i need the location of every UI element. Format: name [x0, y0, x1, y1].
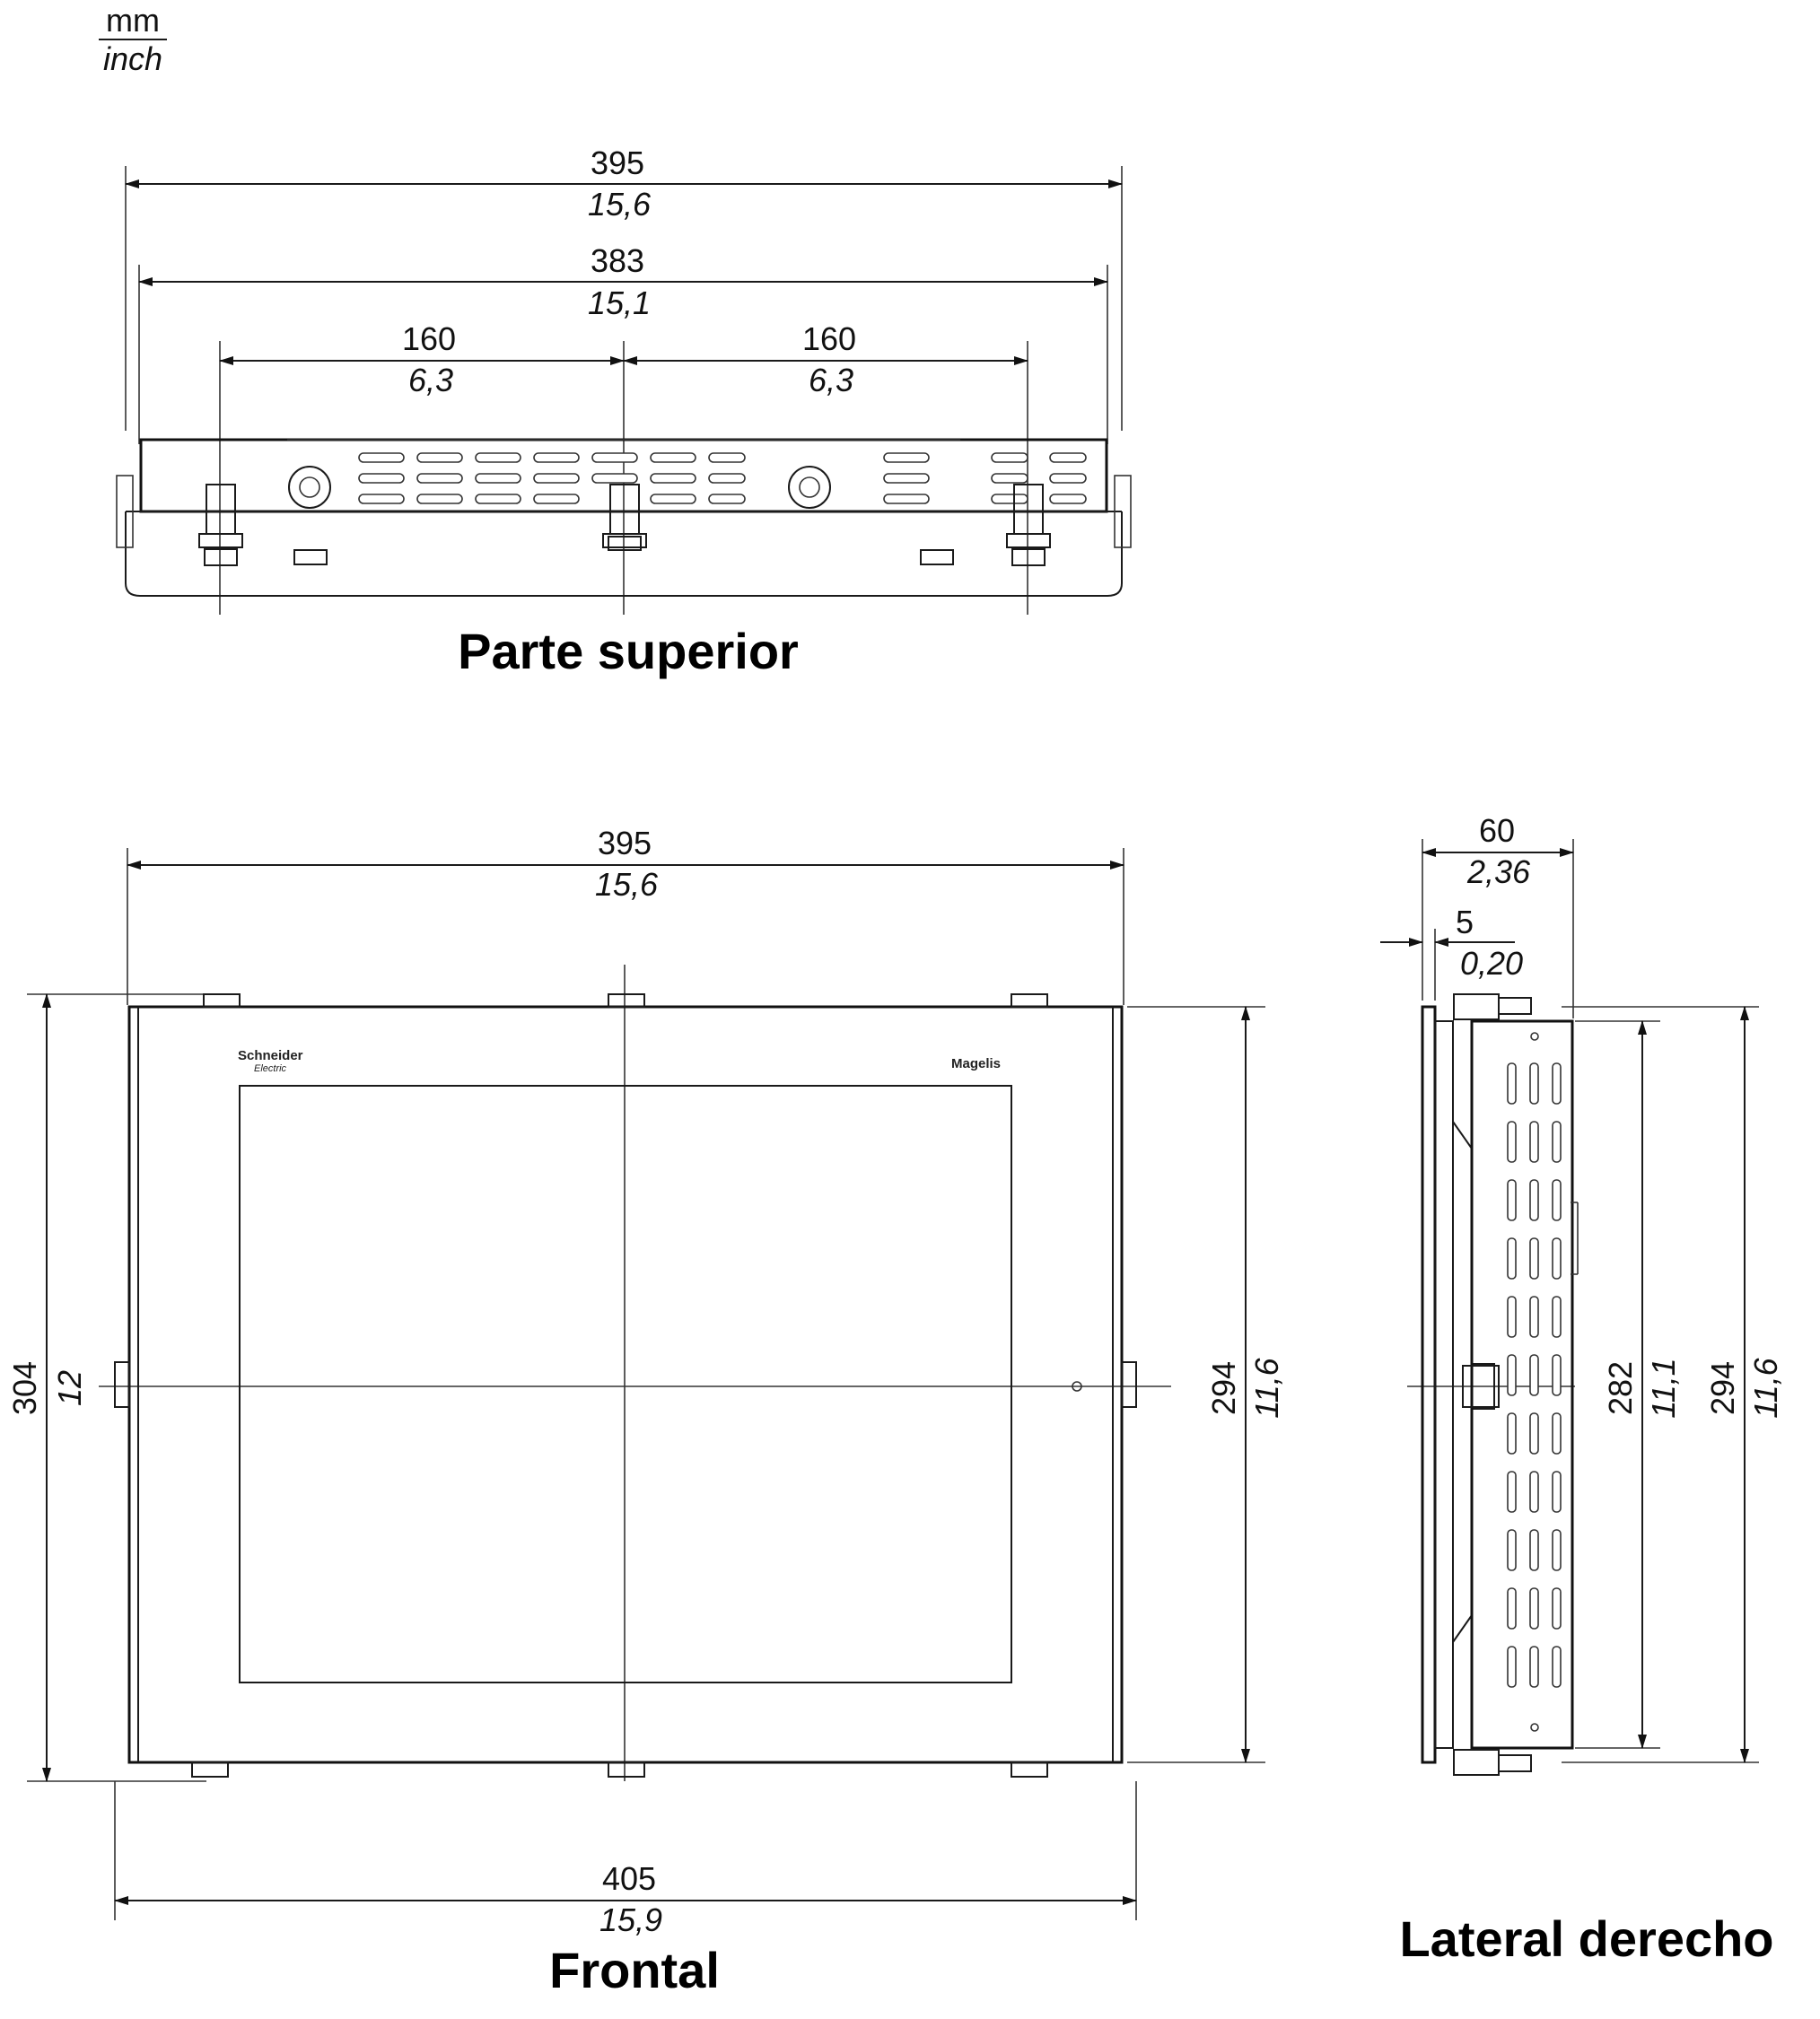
top-vent-slots: [358, 452, 1087, 504]
front-view-housing: Schneider Electric Magelis: [114, 993, 1137, 1778]
side-bezel-depth-inch: 0,20: [1460, 945, 1523, 982]
side-view-housing: [1421, 993, 1579, 1776]
side-outer-height-inch: 11,6: [1747, 1357, 1784, 1418]
side-depth-inch: 2,36: [1466, 853, 1531, 890]
top-inner-width-mm: 383: [591, 242, 644, 279]
side-inner-height-inch: 11,1: [1645, 1358, 1682, 1418]
units-legend: mm inch: [99, 2, 167, 77]
top-overall-width-mm: 395: [591, 144, 644, 181]
unit-inch: inch: [103, 40, 162, 77]
top-inner-width-inch: 15,1: [588, 284, 651, 321]
top-view-housing: [116, 438, 1132, 597]
brand-logo-magelis: Magelis: [951, 1056, 1001, 1071]
side-outer-height-mm: 294: [1704, 1361, 1741, 1415]
front-left-height-inch: 12: [51, 1370, 88, 1406]
top-right-spacing-mm: 160: [802, 320, 856, 357]
top-left-spacing-inch: 6,3: [408, 362, 453, 398]
display-screen: [239, 1085, 1012, 1683]
side-depth-mm: 60: [1479, 812, 1515, 849]
top-left-spacing-mm: 160: [402, 320, 456, 357]
top-overall-width-inch: 15,6: [588, 186, 652, 223]
front-view: 395 15,6 405 15,9 304 12 294 11,6: [6, 825, 1285, 1998]
side-view-title: Lateral derecho: [1399, 1910, 1773, 1967]
front-right-height-inch: 11,6: [1248, 1357, 1285, 1418]
top-right-spacing-inch: 6,3: [809, 362, 853, 398]
brand-logo-schneider: Schneider: [238, 1048, 303, 1063]
unit-mm: mm: [106, 2, 160, 39]
front-width-mm: 395: [598, 825, 652, 861]
front-right-height-mm: 294: [1205, 1361, 1242, 1415]
top-view-title: Parte superior: [458, 623, 799, 679]
front-width-inch: 15,6: [595, 866, 659, 903]
side-view: 60 2,36 5 0,20 282 11,1 294 11,6: [1380, 812, 1784, 1967]
front-left-height-mm: 304: [6, 1361, 43, 1415]
top-view: 395 15,6 383 15,1 160 6,3 160 6,3: [116, 144, 1132, 679]
side-inner-height-mm: 282: [1602, 1361, 1639, 1415]
side-vent-slots: [1507, 1062, 1562, 1688]
brand-logo-electric: Electric: [254, 1063, 287, 1074]
front-bottom-width-mm: 405: [602, 1860, 656, 1897]
front-bottom-width-inch: 15,9: [599, 1901, 662, 1938]
front-view-title: Frontal: [549, 1942, 720, 1998]
side-bezel-depth-mm: 5: [1456, 904, 1474, 940]
